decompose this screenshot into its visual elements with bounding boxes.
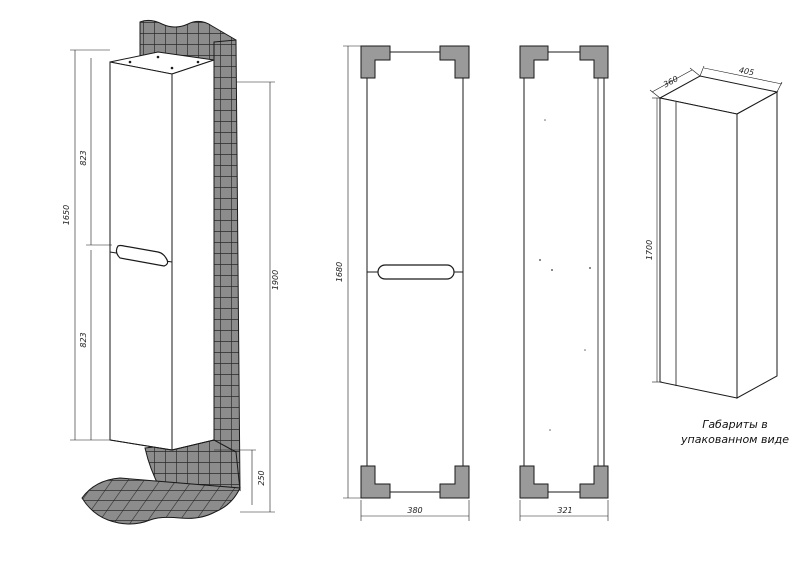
package-caption-line1: Габариты в <box>702 418 768 431</box>
box-side <box>736 91 778 399</box>
floor <box>81 477 241 525</box>
corner-block <box>360 465 391 499</box>
package-caption-line2: упакованном виде <box>680 433 789 446</box>
installed-cabinet-view: 1650 823 823 1900 250 <box>62 19 280 525</box>
dim-250: 250 <box>257 470 266 485</box>
side-elevation-view: 321 <box>519 45 609 521</box>
front-handle <box>377 264 455 280</box>
corner-block <box>439 465 470 499</box>
dim-1700: 1700 <box>645 240 654 260</box>
dim-380: 380 <box>407 506 422 515</box>
dim-360: 360 <box>662 74 680 89</box>
wall-right <box>213 39 241 492</box>
dim-823-lower: 823 <box>79 332 88 347</box>
corner-block <box>360 45 391 79</box>
corner-block <box>579 465 609 499</box>
box-front <box>659 97 738 399</box>
dim-823-upper: 823 <box>79 150 88 165</box>
front-elevation-view: 1680 380 <box>335 45 470 521</box>
cabinet-side <box>171 59 215 451</box>
dim-1900: 1900 <box>271 270 280 290</box>
corner-block <box>439 45 470 79</box>
corner-block <box>579 45 609 79</box>
corner-block <box>519 465 549 499</box>
wall-bottom <box>144 439 241 491</box>
dim-321: 321 <box>557 506 572 515</box>
dim-405: 405 <box>738 66 755 78</box>
door-handle <box>115 244 169 267</box>
package-box-view: 360 405 1700 Габариты в упакованном виде <box>645 66 789 446</box>
dim-1650: 1650 <box>62 205 71 225</box>
dim-1680: 1680 <box>335 262 344 282</box>
corner-block <box>519 45 549 79</box>
